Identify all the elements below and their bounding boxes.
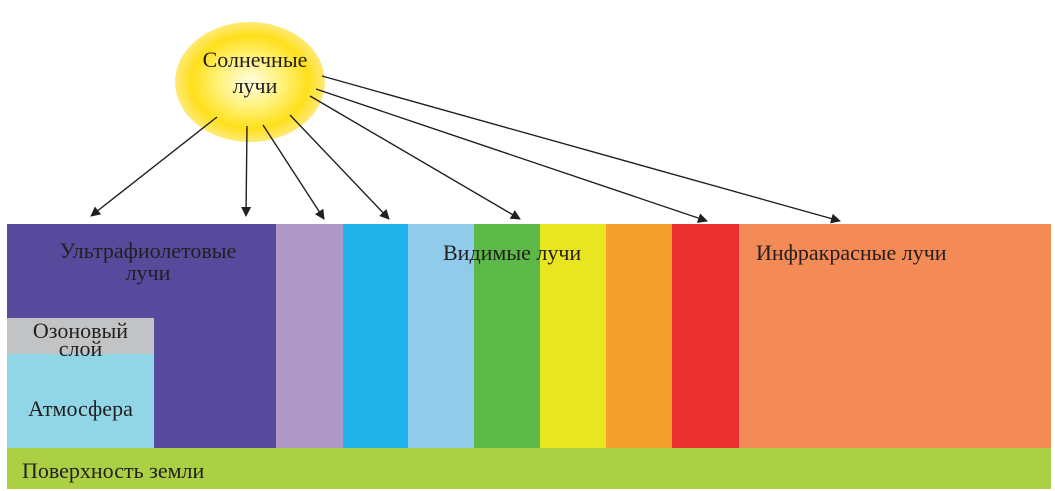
infrared-band <box>739 224 1051 448</box>
sun-label: Солнечные лучи <box>190 47 320 99</box>
ground-surface <box>7 448 1051 489</box>
red-band <box>672 224 739 448</box>
light-blue-band <box>408 224 474 448</box>
sun-icon <box>175 22 325 142</box>
blue-band <box>343 224 408 448</box>
ozone-layer <box>7 318 154 354</box>
uv-label-line1: Ультрафиолетовые <box>59 238 237 263</box>
violet-band <box>276 224 343 448</box>
green-band <box>474 224 540 448</box>
ray-arrow-uv-edge <box>241 125 252 217</box>
ray-arrow-violet <box>262 124 325 220</box>
ray-arrow-blue <box>289 114 390 220</box>
atmosphere-layer <box>7 354 154 448</box>
ground-label: Поверхность земли <box>22 458 205 483</box>
yellow-band <box>540 224 606 448</box>
orange-band <box>606 224 672 448</box>
ozone-label: Озоновый слой <box>7 318 154 361</box>
uv-label-line2: лучи <box>125 260 171 285</box>
visible-label: Видимые лучи <box>443 240 582 265</box>
ozone-label-line1: Озоновый <box>32 318 129 343</box>
ozone-label-line2: слой <box>58 336 103 361</box>
atmosphere-label: Атмосфера <box>28 396 133 421</box>
ray-arrow-infrared <box>321 75 841 224</box>
uv-label: Ультрафиолетовые лучи <box>10 240 286 284</box>
infrared-label: Инфракрасные лучи <box>756 240 947 265</box>
sun-label-line1: Солнечные <box>202 47 308 72</box>
ray-arrow-uv <box>90 116 218 217</box>
ray-arrow-green <box>309 95 521 220</box>
sun-label-line2: лучи <box>232 73 278 98</box>
ray-arrow-red <box>315 88 708 223</box>
